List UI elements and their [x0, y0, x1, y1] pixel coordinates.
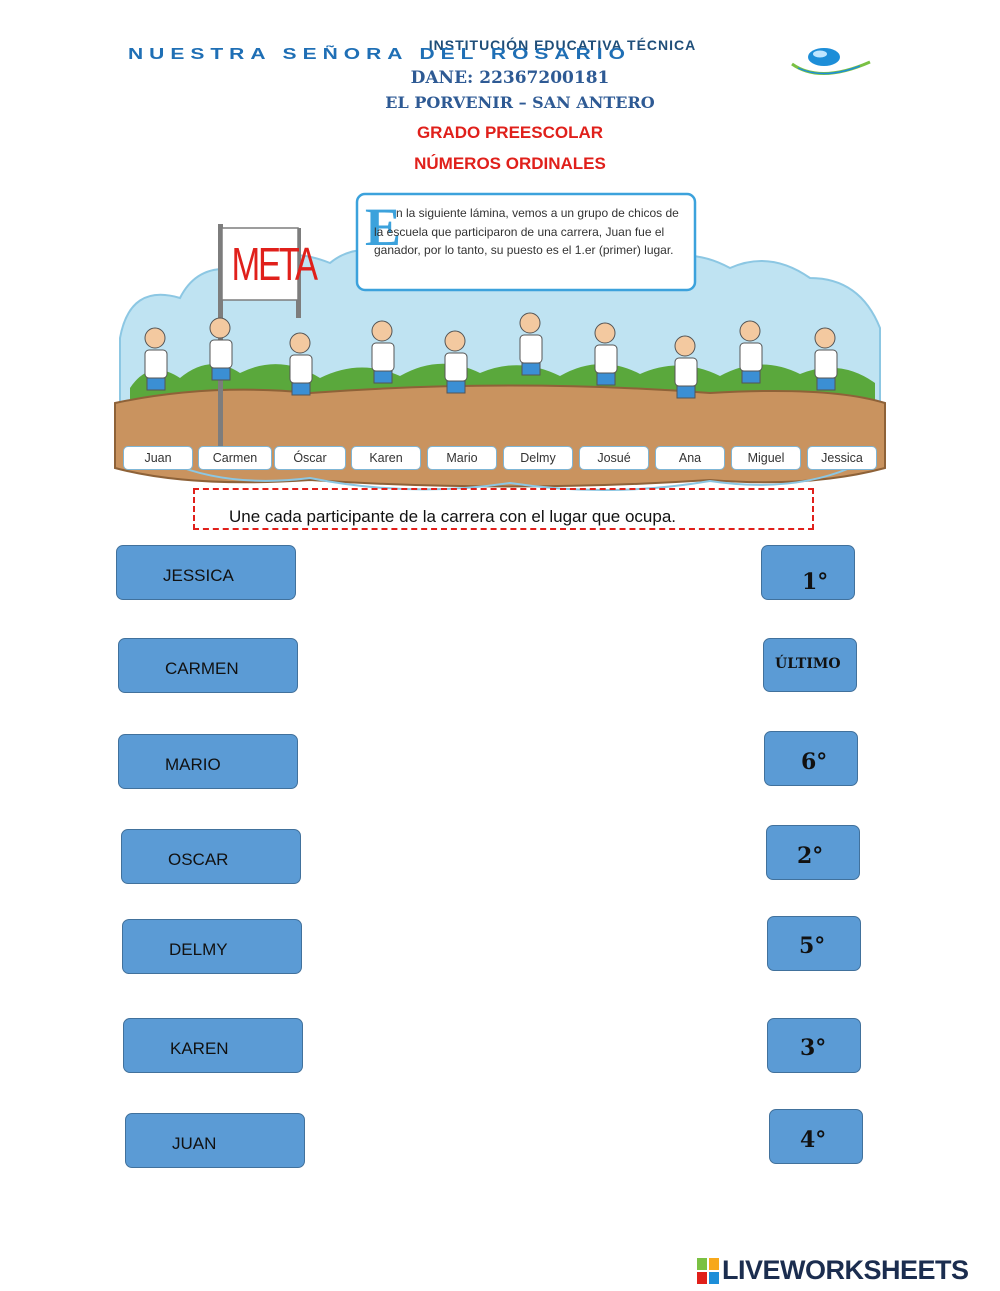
- name-tile-juan[interactable]: JUAN: [125, 1113, 305, 1168]
- institution-subtitle: INSTITUCIÓN EDUCATIVA TÉCNICA: [428, 37, 697, 53]
- runner-label: Mario: [427, 446, 497, 470]
- name-tile-delmy[interactable]: DELMY: [122, 919, 302, 974]
- runner-label: Jessica: [807, 446, 877, 470]
- ordinal-tile-ultimo[interactable]: ÚLTIMO: [763, 638, 857, 692]
- ordinal-tile-label: 4°: [800, 1127, 827, 1153]
- institution-name: NUESTRA SEÑORA DEL ROSARIO: [128, 45, 631, 63]
- school-location: EL PORVENIR – SAN ANTERO: [385, 93, 655, 112]
- liveworksheets-logo-icon: [697, 1258, 719, 1284]
- ordinal-tile-label: 2°: [797, 843, 824, 869]
- ordinal-tile-1[interactable]: 1°: [761, 545, 855, 600]
- ordinal-tile-2[interactable]: 2°: [766, 825, 860, 880]
- topic-title: NÚMEROS ORDINALES: [414, 154, 606, 173]
- story-text: n la siguiente lámina, vemos a un grupo …: [374, 206, 679, 257]
- dane-code: DANE: 22367200181: [410, 68, 610, 88]
- drop-cap: E: [365, 197, 402, 257]
- finish-sign: META: [231, 238, 319, 290]
- ordinal-tile-label: 6°: [801, 749, 828, 775]
- name-tile-label: MARIO: [165, 755, 221, 774]
- ordinal-tile-4[interactable]: 4°: [769, 1109, 863, 1164]
- runner-label: Miguel: [731, 446, 801, 470]
- instruction-box: [193, 488, 814, 530]
- ordinal-tile-3[interactable]: 3°: [767, 1018, 861, 1073]
- ordinal-tile-label: 5°: [799, 933, 826, 959]
- ordinal-tile-5[interactable]: 5°: [767, 916, 861, 971]
- name-tile-jessica[interactable]: JESSICA: [116, 545, 296, 600]
- ordinal-tile-label: 3°: [800, 1035, 827, 1061]
- liveworksheets-brand[interactable]: LIVEWORKSHEETS: [722, 1255, 969, 1285]
- runner-label: Delmy: [503, 446, 573, 470]
- school-logo-icon: [791, 48, 871, 75]
- ordinal-tile-label: 1°: [802, 569, 829, 595]
- name-tile-label: JESSICA: [163, 566, 234, 585]
- name-tile-carmen[interactable]: CARMEN: [118, 638, 298, 693]
- race-illustration: [110, 188, 890, 498]
- name-tile-label: JUAN: [172, 1134, 217, 1153]
- name-tile-label: KAREN: [170, 1039, 229, 1058]
- ordinal-tile-6[interactable]: 6°: [764, 731, 858, 786]
- runner-label: Carmen: [198, 446, 272, 470]
- instruction-text: Une cada participante de la carrera con …: [229, 507, 677, 526]
- name-tile-label: OSCAR: [168, 850, 229, 869]
- ordinal-tile-label: ÚLTIMO: [775, 656, 841, 672]
- runner-label: Karen: [351, 446, 421, 470]
- runner-label: Josué: [579, 446, 649, 470]
- name-tile-mario[interactable]: MARIO: [118, 734, 298, 789]
- name-tile-label: CARMEN: [165, 659, 239, 678]
- name-tile-label: DELMY: [169, 940, 228, 959]
- runner-label: Óscar: [274, 446, 346, 470]
- name-tile-oscar[interactable]: OSCAR: [121, 829, 301, 884]
- grade-title: GRADO PREESCOLAR: [416, 123, 604, 142]
- runner-label: Ana: [655, 446, 725, 470]
- name-tile-karen[interactable]: KAREN: [123, 1018, 303, 1073]
- runner-label: Juan: [123, 446, 193, 470]
